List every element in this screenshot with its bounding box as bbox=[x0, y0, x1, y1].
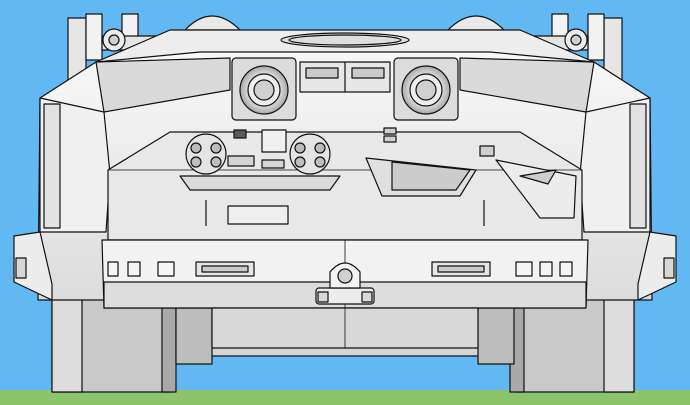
connector-posts bbox=[383, 127, 495, 157]
tail-lights-left bbox=[107, 261, 255, 277]
roof-hatch bbox=[280, 32, 410, 48]
sensor-cluster-left bbox=[179, 129, 341, 191]
ground bbox=[0, 390, 690, 405]
rear-camera-left bbox=[231, 57, 297, 121]
rear-deck-panel bbox=[107, 131, 583, 241]
right-wheel bbox=[509, 295, 635, 393]
left-wheel bbox=[51, 295, 177, 393]
plate-recess bbox=[227, 205, 289, 225]
rear-camera-right bbox=[393, 57, 459, 121]
tail-lights-right bbox=[431, 261, 573, 277]
tow-hitch bbox=[315, 262, 375, 305]
